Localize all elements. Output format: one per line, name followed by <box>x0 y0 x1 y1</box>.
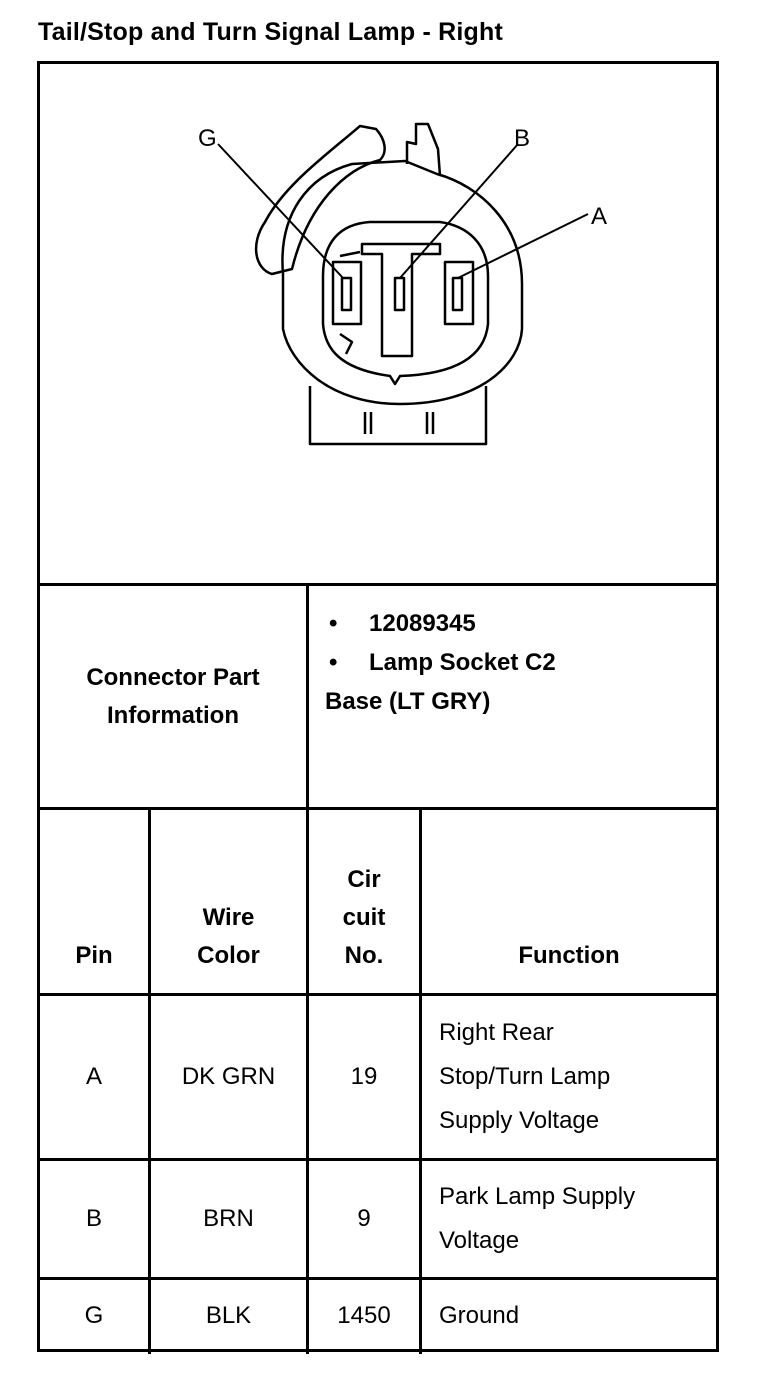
table-cell-function: Park Lamp Supply Voltage <box>439 1183 636 1254</box>
leader-line-g <box>217 143 344 279</box>
leader-line-a <box>457 213 589 279</box>
pin-g-terminal <box>340 276 353 312</box>
divider <box>40 993 716 996</box>
center-terminal <box>360 242 442 358</box>
locking-tab <box>254 124 386 276</box>
pin-a-terminal <box>451 276 464 312</box>
pin-b-terminal <box>393 276 406 312</box>
header-wire-color: Wire Color <box>197 904 260 969</box>
table-cell-wire-color: DK GRN <box>181 1063 276 1090</box>
pin-label-a: A <box>591 203 607 230</box>
table-cell-pin: A <box>85 1063 102 1090</box>
table-cell-circuit: 9 <box>357 1205 371 1232</box>
table-cell-circuit: 1450 <box>337 1302 391 1329</box>
connector-sheet: G B A Connector Part Information •120893… <box>37 61 719 1354</box>
pin-label-b: B <box>514 125 530 152</box>
table-cell-function: Ground <box>439 1302 520 1329</box>
connector-body-outline <box>281 159 524 406</box>
header-circuit-no: Cir cuit No. <box>342 866 386 969</box>
connector-housing-base <box>308 386 488 446</box>
connector-diagram: G B A <box>198 122 607 446</box>
top-key <box>405 122 442 177</box>
table-cell-circuit: 19 <box>350 1063 378 1090</box>
connector-info-values: •12089345 •Lamp Socket C2 Base (LT GRY) <box>325 604 705 721</box>
header-function: Function <box>518 942 620 969</box>
header-pin: Pin <box>75 942 113 969</box>
list-item: •Lamp Socket C2 <box>329 649 556 676</box>
divider <box>40 807 716 810</box>
table-cell-wire-color: BRN <box>203 1205 254 1232</box>
table-cell-function: Right Rear Stop/Turn Lamp Supply Voltage <box>439 1019 611 1134</box>
divider <box>40 1277 716 1280</box>
table-cell-pin: G <box>84 1302 104 1329</box>
socket-opening <box>321 220 490 386</box>
divider <box>40 1158 716 1161</box>
divider <box>148 808 151 1354</box>
list-item: •12089345 <box>329 610 476 637</box>
table-cell-pin: B <box>85 1205 102 1232</box>
divider <box>306 584 309 1354</box>
divider <box>40 583 716 586</box>
divider <box>419 808 422 1354</box>
leader-line-b <box>399 143 519 279</box>
table-cell-wire-color: BLK <box>205 1302 252 1329</box>
connector-info-label: Connector Part Information <box>86 663 260 729</box>
page-title: Tail/Stop and Turn Signal Lamp - Right <box>38 18 503 46</box>
pin-label-g: G <box>198 125 217 152</box>
